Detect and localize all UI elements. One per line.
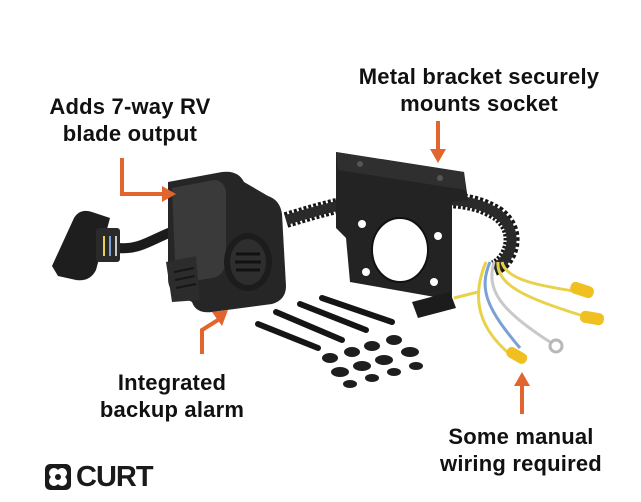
callout-alarm: Integrated backup alarm <box>72 369 272 423</box>
curt-wordmark: CURT <box>76 461 154 493</box>
arrow-alarm <box>200 310 228 354</box>
arrow-wiring <box>514 372 530 414</box>
nuts-and-washers <box>322 335 423 388</box>
callout-rv-output-line-1: Adds 7-way RV <box>49 94 211 119</box>
backup-alarm <box>224 233 272 291</box>
callout-bracket-line-1: Metal bracket securely <box>358 64 600 89</box>
arrow-bracket <box>430 121 446 163</box>
metal-bracket <box>336 152 468 300</box>
callout-wiring: Some manual wiring required <box>420 423 622 477</box>
arrow-rv-output <box>120 158 176 202</box>
seven-way-socket <box>166 171 286 313</box>
wire-terminals <box>506 281 605 364</box>
mounting-bolts <box>255 295 395 351</box>
curt-emblem-icon <box>45 464 71 490</box>
four-way-plug <box>52 210 120 281</box>
callout-alarm-line-1: Integrated <box>117 370 227 395</box>
callout-wiring-line-2: wiring required <box>440 451 602 476</box>
callout-bracket: Metal bracket securely mounts socket <box>338 63 620 117</box>
flat-connector <box>412 290 479 318</box>
left-cable <box>117 225 178 254</box>
callout-rv-output: Adds 7-way RV blade output <box>30 93 230 147</box>
callout-bracket-line-2: mounts socket <box>400 91 558 116</box>
loose-wires <box>477 261 591 358</box>
callout-alarm-line-2: backup alarm <box>99 397 245 422</box>
curt-logo: CURT <box>44 461 154 493</box>
callout-wiring-line-1: Some manual <box>448 424 594 449</box>
callout-rv-output-line-2: blade output <box>62 121 198 146</box>
